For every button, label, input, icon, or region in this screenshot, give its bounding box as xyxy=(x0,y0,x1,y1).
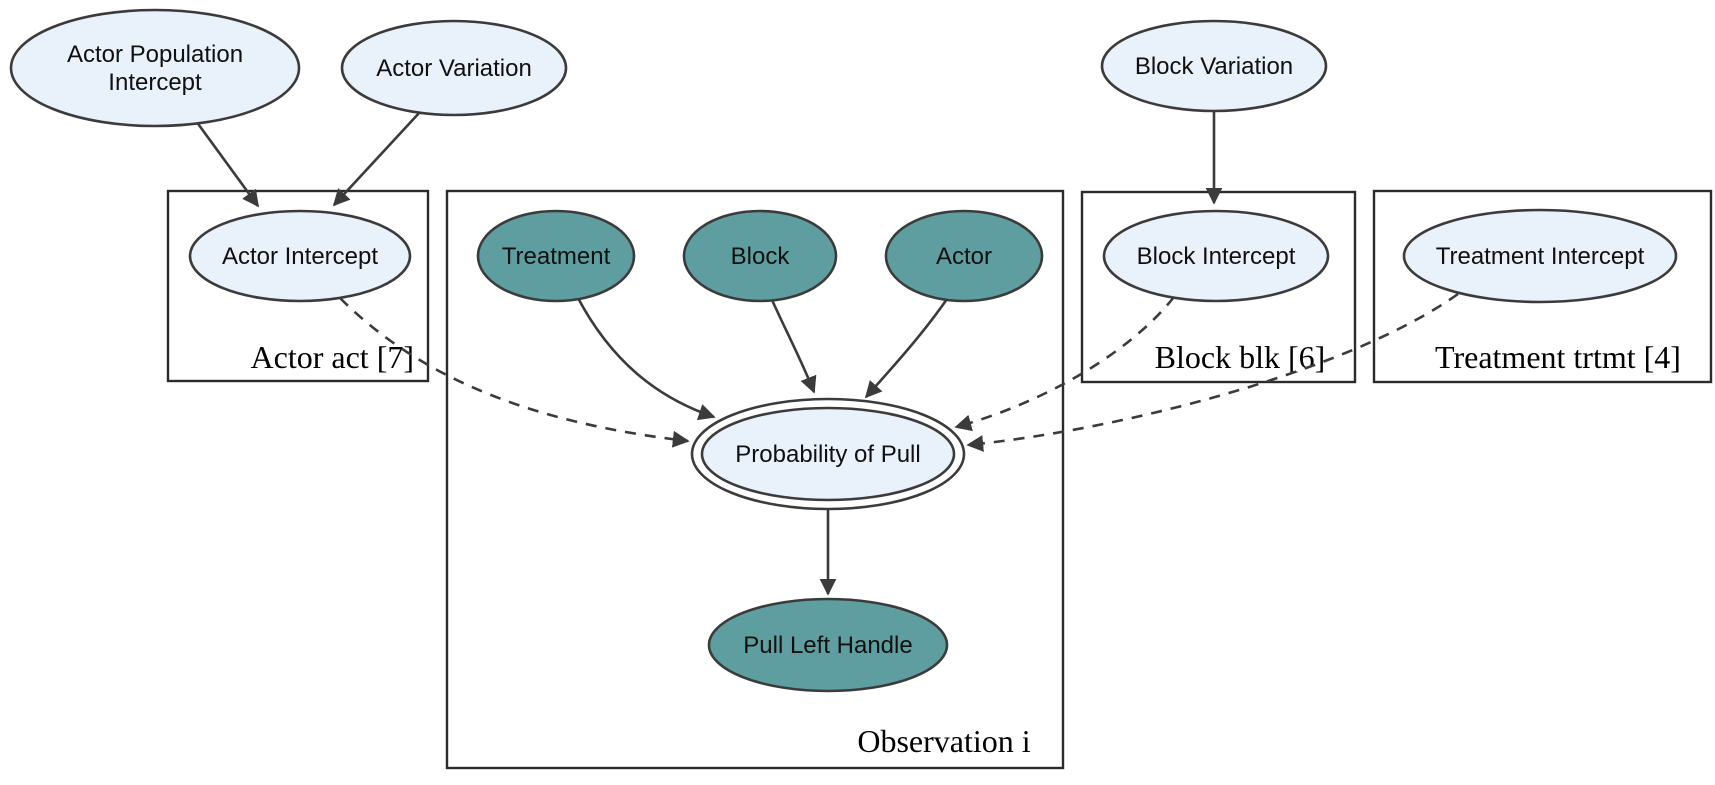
node-probability-of-pull-shape xyxy=(700,406,956,502)
node-probability-of-pull-label: Probability of Pull xyxy=(735,441,920,468)
plate-treatment-border xyxy=(1372,189,1713,384)
plate-actor-border xyxy=(166,189,430,383)
node-actor-intercept: Actor Intercept xyxy=(188,209,412,303)
node-pull-left-handle: Pull Left Handle xyxy=(707,597,949,693)
node-block-variation-label: Block Variation xyxy=(1135,53,1293,80)
node-block-variation: Block Variation xyxy=(1100,19,1328,113)
node-actor: Actor xyxy=(884,209,1044,303)
node-actor-variation-label: Actor Variation xyxy=(376,55,532,82)
edge-block-intercept-to-probability-of-pull xyxy=(954,296,1176,432)
node-treatment-shape xyxy=(476,209,636,303)
plate-observation: Observation i xyxy=(445,189,1065,770)
node-block-intercept-shape xyxy=(1102,209,1330,303)
node-actor-population-intercept-label-line2: Intercept xyxy=(108,69,202,96)
plate-treatment-label: Treatment trtmt [4] xyxy=(1435,339,1681,375)
node-treatment-label: Treatment xyxy=(502,243,611,270)
node-actor-variation-shape xyxy=(340,19,568,117)
plate-actor: Actor act [7] xyxy=(166,189,430,383)
node-actor-intercept-label: Actor Intercept xyxy=(222,243,378,270)
node-actor-label: Actor xyxy=(936,243,992,270)
plate-observation-label: Observation i xyxy=(857,723,1030,759)
edge-treatment-intercept-to-probability-of-pull xyxy=(966,292,1459,452)
node-probability-of-pull: Probability of Pull xyxy=(690,397,966,511)
node-pull-left-handle-shape xyxy=(707,597,949,693)
node-actor-shape xyxy=(884,209,1044,303)
node-actor-population-intercept-shape xyxy=(9,8,301,128)
node-treatment: Treatment xyxy=(476,209,636,303)
plate-observation-border xyxy=(445,189,1065,770)
plate-block-label: Block blk [6] xyxy=(1155,339,1326,375)
plate-actor-label: Actor act [7] xyxy=(251,339,414,375)
node-actor-intercept-shape xyxy=(188,209,412,303)
node-actor-population-intercept: Actor Population Intercept xyxy=(9,8,301,128)
edge-actor-intercept-to-probability-of-pull xyxy=(339,297,690,448)
node-block-intercept: Block Intercept xyxy=(1102,209,1330,303)
edge-treatment-to-probability-of-pull xyxy=(576,297,716,421)
plate-treatment: Treatment trtmt [4] xyxy=(1372,189,1713,384)
node-treatment-intercept-shape xyxy=(1402,208,1678,304)
node-block-intercept-label: Block Intercept xyxy=(1137,243,1296,270)
node-actor-variation: Actor Variation xyxy=(340,19,568,117)
edge-block-to-probability-of-pull xyxy=(770,299,817,394)
node-block-variation-shape xyxy=(1100,19,1328,113)
edge-actor-variation-to-actor-intercept xyxy=(332,111,421,207)
node-block-shape xyxy=(682,209,838,303)
node-treatment-intercept-label: Treatment Intercept xyxy=(1436,243,1645,270)
edge-actor-population-intercept-to-actor-intercept xyxy=(194,120,260,208)
node-pull-left-handle-label: Pull Left Handle xyxy=(743,632,912,659)
node-treatment-intercept: Treatment Intercept xyxy=(1402,208,1678,304)
node-block-label: Block xyxy=(731,243,791,270)
node-actor-population-intercept-label-line1: Actor Population xyxy=(67,41,243,68)
edge-actor-to-probability-of-pull xyxy=(864,298,949,399)
plate-block: Block blk [6] xyxy=(1080,190,1357,384)
node-block: Block xyxy=(682,209,838,303)
